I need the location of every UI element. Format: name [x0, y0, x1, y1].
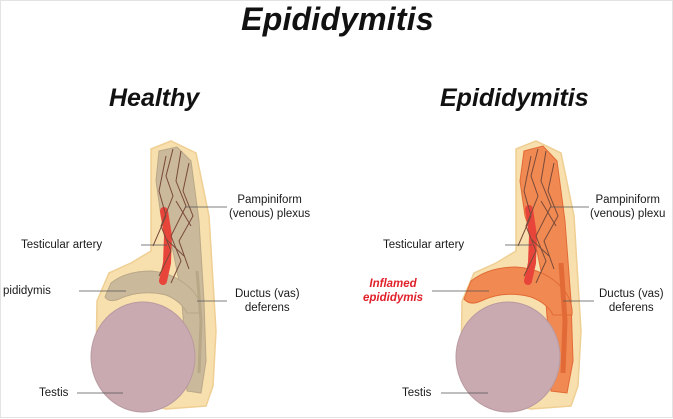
- healthy-illustration: [77, 140, 227, 413]
- healthy-testis-shape: [90, 301, 196, 413]
- healthy-label-testicular-artery: Testicular artery: [21, 239, 103, 251]
- healthy-label-epididymis: pididymis: [3, 285, 51, 297]
- epididymitis-panel-title: Epididymitis: [440, 84, 589, 112]
- inflamed-pampiniform-veins: [517, 148, 559, 284]
- inflamed-ductus-deferens: [558, 262, 568, 374]
- healthy-spermatic-cord-sheath: [95, 140, 217, 410]
- healthy-ductus-deferens: [195, 270, 203, 374]
- healthy-label-ductus: Ductus (vas) deferens: [235, 287, 300, 315]
- healthy-panel-title: Healthy: [109, 84, 200, 112]
- inflamed-label-ductus: Ductus (vas) deferens: [599, 287, 664, 315]
- inflamed-label-pampiniform-line1: Pampiniform: [595, 194, 660, 206]
- inflamed-label-testis: Testis: [402, 387, 432, 399]
- healthy-label-ductus-line2: deferens: [244, 302, 290, 314]
- healthy-epididymis-shape: [104, 270, 202, 314]
- inflamed-leader-lines: [432, 206, 594, 394]
- epididymitis-illustration: [432, 140, 594, 413]
- inflamed-label-pampiniform-line2: (venous) plexu: [590, 208, 666, 220]
- inflamed-label-epididymis-line2: epididymis: [363, 292, 424, 304]
- healthy-label-pampiniform-line2: (venous) plexus: [229, 208, 311, 220]
- inflamed-testicular-artery: [524, 205, 538, 285]
- inflamed-label-ductus-line2: deferens: [608, 302, 654, 314]
- inflamed-spermatic-cord-sheath: [460, 140, 582, 410]
- inflamed-cord-tissue: [519, 145, 574, 394]
- inflamed-label-epididymis-line1: Inflamed: [369, 278, 417, 290]
- inflamed-epididymis-shape: [463, 266, 573, 316]
- healthy-testicular-artery: [159, 207, 173, 285]
- healthy-label-pampiniform-line1: Pampiniform: [237, 194, 302, 206]
- inflamed-label-ductus-line1: Ductus (vas): [599, 288, 664, 300]
- healthy-cord-tissue: [155, 146, 207, 394]
- inflamed-label-epididymis: Inflamed epididymis: [363, 277, 423, 305]
- healthy-label-ductus-line1: Ductus (vas): [235, 288, 300, 300]
- main-title: Epididymitis: [241, 1, 434, 37]
- inflamed-testis-shape: [455, 301, 561, 413]
- healthy-label-testis: Testis: [39, 387, 69, 399]
- healthy-pampiniform-veins: [152, 148, 194, 284]
- inflamed-label-testicular-artery: Testicular artery: [383, 239, 465, 251]
- healthy-label-pampiniform: Pampiniform (venous) plexus: [229, 193, 310, 221]
- inflamed-label-pampiniform: Pampiniform (venous) plexu: [590, 193, 665, 221]
- healthy-leader-lines: [77, 206, 227, 394]
